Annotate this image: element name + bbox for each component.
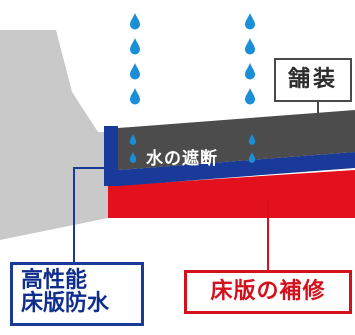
water-drop-icon bbox=[129, 134, 137, 145]
water-drop-icon bbox=[130, 13, 140, 30]
water-drop-icon bbox=[130, 88, 140, 105]
rain-drops bbox=[129, 13, 256, 163]
pavement-label: 舗装 bbox=[287, 67, 338, 93]
water-drop-icon bbox=[245, 13, 255, 30]
pavement-callout: 舗装 bbox=[274, 58, 352, 102]
pavement-layer bbox=[118, 110, 355, 170]
concrete-abutment bbox=[0, 30, 108, 240]
water-drop-icon bbox=[245, 88, 255, 105]
water-drop-icon bbox=[130, 38, 140, 55]
deck-repair-label: 床版の補修 bbox=[210, 279, 326, 305]
water-drop-icon bbox=[248, 134, 256, 145]
water-drop-icon bbox=[245, 63, 255, 80]
water-drop-icon bbox=[248, 152, 256, 163]
water-drop-icon bbox=[245, 38, 255, 55]
deck-waterproof-callout: 高性能 床版防水 bbox=[10, 262, 144, 326]
deck-waterproof-label-line-1: 高性能 bbox=[21, 268, 88, 293]
water-drop-icon bbox=[130, 63, 140, 80]
waterproof-layer bbox=[104, 126, 355, 186]
leader-line-waterproof bbox=[73, 167, 112, 262]
water-drop-icon bbox=[129, 152, 137, 163]
water-block-label: 水の遮断 bbox=[146, 149, 218, 169]
deck-waterproof-label-line-2: 床版防水 bbox=[21, 291, 110, 317]
deck-repair-callout: 床版の補修 bbox=[184, 270, 352, 314]
